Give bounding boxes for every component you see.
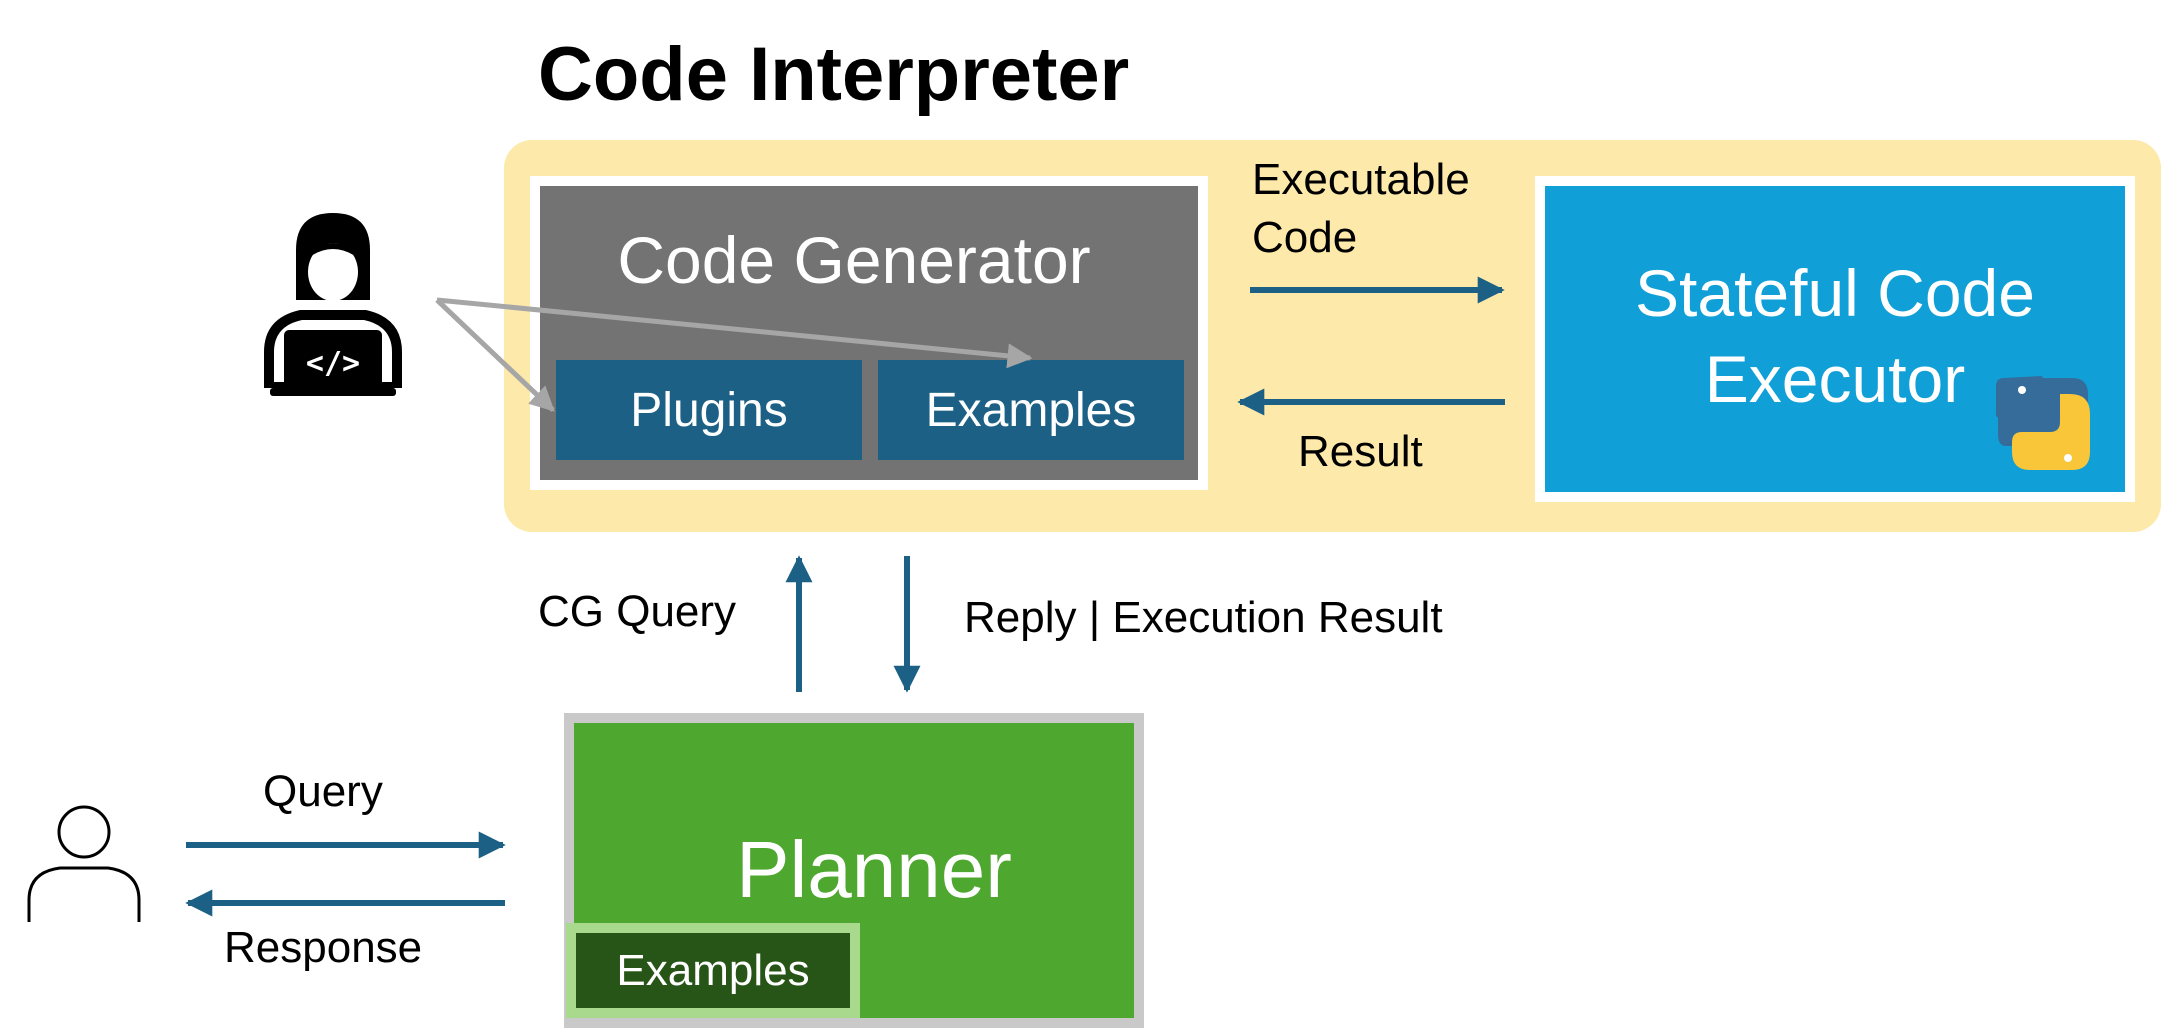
plugins-label: Plugins	[630, 383, 788, 437]
python-logo-icon	[1996, 376, 2090, 470]
developer-to-plugins-arrow	[435, 298, 555, 412]
executable-code-label-line2: Code	[1252, 213, 1358, 262]
executable-code-label-line1: Executable	[1252, 155, 1470, 204]
code-executor-label-line2: Executor	[1704, 342, 1966, 416]
diagram-title: Code Interpreter	[538, 32, 1130, 117]
developer-to-examples-arrow	[436, 297, 1033, 369]
plugins-box: Plugins	[556, 360, 862, 460]
user-icon	[27, 805, 141, 922]
svg-text:</>: </>	[306, 346, 360, 381]
planner-label: Planner	[736, 825, 1012, 914]
code-generator-label: Code Generator	[617, 223, 1091, 297]
query-label: Query	[263, 767, 383, 816]
code-executor-label: Stateful Code Executor	[1545, 250, 2125, 422]
result-label: Result	[1298, 427, 1423, 476]
generator-examples-box: Examples	[878, 360, 1184, 460]
planner-examples-box: Examples	[576, 933, 850, 1008]
code-executor-label-line1: Stateful Code	[1635, 256, 2035, 330]
reply-label: Reply | Execution Result	[964, 593, 1443, 642]
generator-examples-label: Examples	[925, 383, 1137, 437]
cg-query-label: CG Query	[538, 587, 737, 636]
response-label: Response	[224, 923, 423, 972]
planner-examples-label: Examples	[616, 945, 810, 995]
developer-icon: </>	[264, 213, 402, 396]
